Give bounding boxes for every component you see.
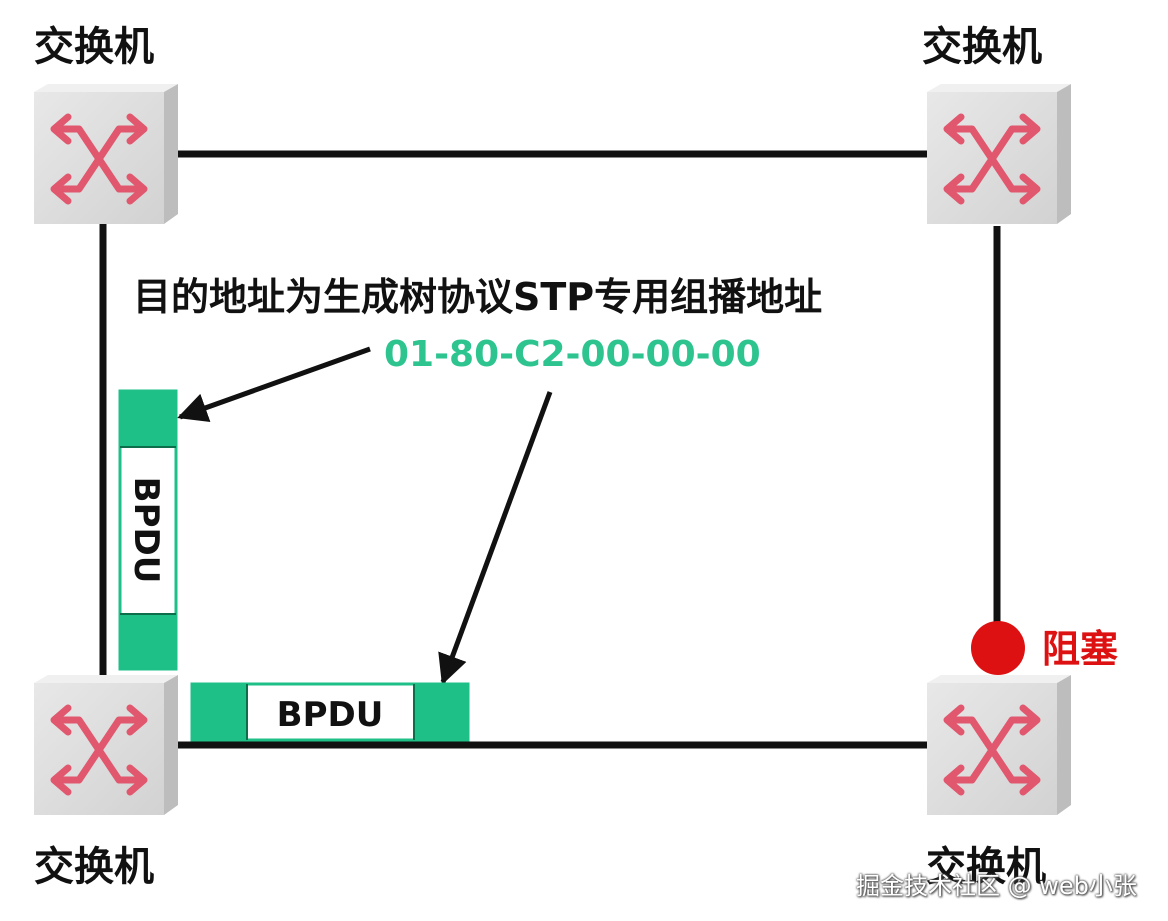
bpdu-label-horizontal: BPDU <box>277 695 384 735</box>
switch-top-right[interactable] <box>927 84 1071 224</box>
blocked-port-icon <box>971 621 1025 675</box>
switch-icon <box>927 675 1071 815</box>
mac-address: 01-80-C2-00-00-00 <box>384 334 761 375</box>
switch-icon <box>927 84 1071 224</box>
arrow-to-horizontal-bpdu <box>438 391 553 685</box>
bpdu-trailer-bottom <box>120 614 176 669</box>
switch-icon <box>34 675 178 815</box>
bpdu-frame-horizontal: BPDU <box>190 682 470 742</box>
bpdu-label-vertical: BPDU <box>126 477 166 584</box>
switch-bottom-left[interactable] <box>34 675 178 815</box>
switch-label-bottom-left: 交换机 <box>34 844 154 890</box>
switch-label-bottom-right: 交换机 <box>926 844 1046 890</box>
watermark: 掘金技术社区 @ web小张 <box>856 872 1137 900</box>
bpdu-header-left <box>192 684 247 740</box>
blocked-port-label: 阻塞 <box>1042 627 1118 671</box>
network-links <box>99 150 1001 749</box>
switch-icon <box>34 84 178 224</box>
switch-top-left[interactable] <box>34 84 178 224</box>
multicast-caption: 目的地址为生成树协议STP专用组播地址 <box>133 275 822 319</box>
arrow-to-vertical-bpdu <box>177 346 371 423</box>
switch-label-top-right: 交换机 <box>922 24 1042 70</box>
switch-bottom-right[interactable] <box>927 675 1071 815</box>
bpdu-frame-vertical: BPDU <box>118 389 178 671</box>
bpdu-header-top <box>120 391 176 447</box>
bpdu-trailer-right <box>414 684 468 740</box>
switch-label-top-left: 交换机 <box>34 24 154 70</box>
